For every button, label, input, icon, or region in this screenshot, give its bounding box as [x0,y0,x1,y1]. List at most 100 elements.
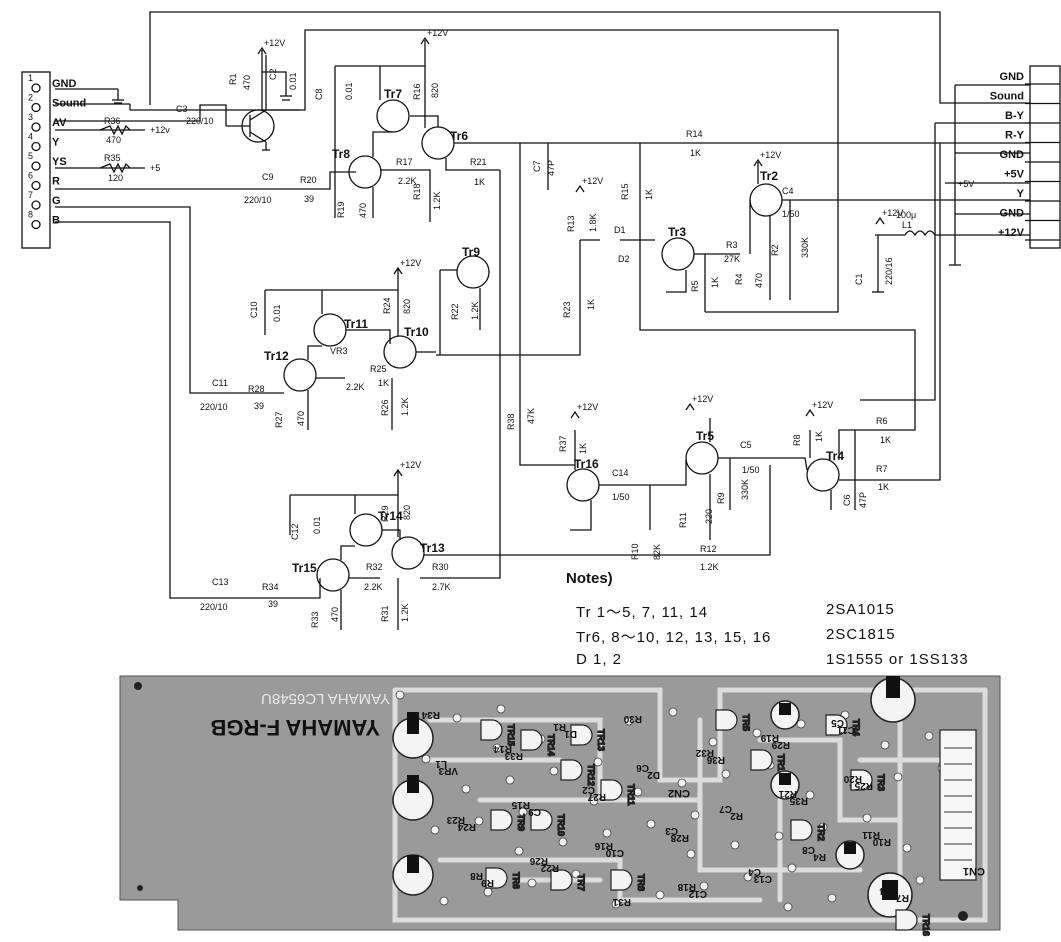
component-r2: R2 [770,244,780,256]
component-r30v: 2.7K [432,582,451,592]
component-l1v: 100μ [896,210,916,220]
pcb-pad [633,787,643,797]
left-pin-label: B [52,215,60,227]
pcb-pad [514,846,524,856]
note-type-1: 2SA1015 [826,601,895,618]
pcb-transistor [715,709,738,731]
pcb-component-label: C9 [528,806,541,817]
pcb-component-label: C5 [831,717,844,728]
right-pin-label: +5V [1004,169,1025,181]
component-c9: C9 [262,172,274,182]
component-c13: C13 [212,577,229,587]
pcb-component-label: R26 [529,855,548,866]
transistor-label-tr14: Tr14 [378,509,403,523]
transistor-label-tr6: Tr6 [450,129,468,143]
component-vr3v: 2.2K [346,382,365,392]
component-r18: R18 [412,183,422,200]
supply-arrow [575,184,585,193]
supply-arrow [685,402,695,411]
pcb-pad [915,875,925,885]
pcb-component-label: R9 [481,877,494,888]
component-c13v: 220/10 [200,602,228,612]
pcb-component-label: D2 [647,769,660,780]
component-r6v: 1K [880,435,891,445]
component-r30: R30 [432,562,449,572]
component-r15: R15 [620,183,630,200]
supply-arrow [257,46,267,55]
pcb-component-label: C12 [688,888,707,899]
pcb-pad [752,728,762,738]
component-c5v: 1/50 [742,465,760,475]
pcb-component-label: R30 [623,713,642,724]
component-r17: R17 [396,157,413,167]
component-c12: C12 [290,523,300,540]
pcb-transistor-label: TR2 [816,824,826,841]
right-pin-label: B-Y [1005,110,1025,122]
component-c14v: 1/50 [612,492,630,502]
component-r18v: 1.2K [432,191,442,210]
pcb-component-label: R18 [677,881,696,892]
component-r29v: 820 [402,505,412,520]
transistor-label-tr5: Tr5 [696,429,714,443]
supply-label: +12V [400,460,421,470]
component-r35v: 120 [108,173,123,183]
left-pin-label: GND [52,78,77,90]
component-c6v: 47P [858,492,868,508]
component-r9: R9 [716,492,726,504]
component-r22v: 1.2K [470,301,480,320]
pcb-transistor-label: TR1 [776,754,786,771]
pcb-transistor [550,869,573,891]
component-r4: R4 [734,273,744,285]
transistor-label-tr4: Tr4 [826,449,844,463]
component-d1: D1 [614,225,626,235]
component-c1v: 220/16 [884,257,894,285]
pcb-transistor [560,759,583,781]
component-c8: C8 [314,88,324,100]
supply-arrow [393,266,403,275]
component-d2: D2 [618,254,630,264]
pcb-pad [483,887,493,897]
pcb-transistor-label: TR3 [876,774,886,791]
pcb-pad [708,737,718,747]
component-r10v: 82K [652,544,662,560]
pcb-pad [924,731,934,741]
transistor-label-tr10: Tr10 [404,325,429,339]
tr1 [226,55,300,151]
pcb-transistor [600,779,623,801]
pcb-component-label: R14 [493,743,512,754]
pcb-pad [461,784,471,794]
supply-label: +12V [400,258,421,268]
supply-arrow [393,468,403,477]
component-c2v: 0.01 [288,72,298,90]
pcb-cn1-pins [944,747,972,861]
transistor-label-tr13: Tr13 [420,541,445,555]
right-pin-label: GND [1000,71,1025,83]
left-pin-label: AV [52,117,67,129]
pcb-pad [730,840,740,850]
component-r10: R10 [630,543,640,560]
supply-arrow [420,36,430,45]
pcb-transistor-label: TR8 [636,874,646,891]
pcb-transistor [570,724,593,746]
component-r17v: 2.2K [398,176,417,186]
pcb-cn2-label: CN2 [668,787,690,799]
pcb-cn1-label: CN1 [963,865,985,877]
component-r19v: 470 [358,203,368,218]
pcb-pad [496,704,506,714]
tr13 [391,536,425,570]
pcb-pad [686,849,696,859]
supply-label: +12V [577,402,598,412]
supply-arrow [570,410,580,419]
component-r13v: 1.8K [588,213,598,232]
supply-label: +12V [760,150,781,160]
component-r5v: 1K [710,277,720,288]
left-pin-number: 6 [28,171,33,181]
pcb-component-label: R32 [695,747,714,758]
pcb-transistor [790,819,813,841]
pcb-pad [902,843,912,853]
right-pin-label: Y [1017,188,1025,200]
pcb-cap-marks [407,676,900,900]
